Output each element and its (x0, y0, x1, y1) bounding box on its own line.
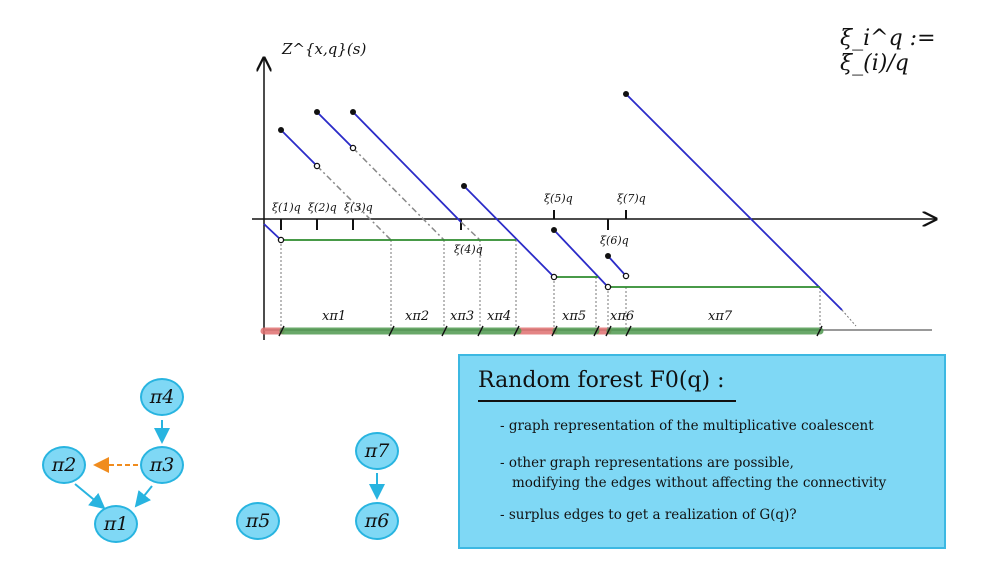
segment-label-2: xπ2 (405, 309, 430, 324)
level-lines (281, 239, 820, 288)
tick-label-4: ξ(4)q (454, 243, 483, 256)
xi-definition-formula: ξ_i^q := ξ_(i)/q (840, 26, 1000, 76)
segment-label-4: xπ4 (487, 309, 512, 324)
infobox-item-3: modifying the edges without affecting th… (512, 475, 887, 491)
random-forest-infobox: Random forest F0(q) : - graph representa… (458, 354, 946, 549)
segment-label-7: xπ7 (708, 309, 733, 324)
tick-label-1: ξ(1)q (272, 201, 301, 214)
infobox-item-1: - graph representation of the multiplica… (500, 418, 874, 434)
dotted-guides (280, 240, 857, 330)
formula-text: ξ_i^q := ξ_(i)/q (840, 26, 936, 76)
forest-edges (74, 420, 385, 510)
infobox-item-2: - other graph representations are possib… (500, 455, 794, 471)
open-points (277, 144, 630, 291)
segment-label-3: xπ3 (450, 309, 475, 324)
node-pi2: π2 (42, 446, 86, 484)
node-pi7: π7 (355, 432, 399, 470)
node-pi6: π6 (355, 502, 399, 540)
infobox-title: Random forest F0(q) : (478, 368, 725, 393)
tick-label-2: ξ(2)q (308, 201, 337, 214)
tick-label-3: ξ(3)q (344, 201, 373, 214)
excursion-lines (263, 93, 843, 311)
infobox-item-4: - surplus edges to get a realization of … (500, 507, 797, 523)
node-pi3: π3 (140, 446, 184, 484)
y-axis-label: Z^{x,q}(s) (282, 40, 367, 58)
segment-slashes (278, 325, 823, 337)
tick-label-5: ξ(5)q (544, 192, 573, 205)
node-pi1: π1 (94, 505, 138, 543)
tick-label-7: ξ(7)q (617, 192, 646, 205)
node-pi4: π4 (140, 378, 184, 416)
tick-label-6: ξ(6)q (600, 234, 629, 247)
filled-points (278, 91, 629, 259)
gray-continuations (316, 147, 481, 241)
segment-label-6: xπ6 (610, 309, 635, 324)
segment-label-5: xπ5 (562, 309, 587, 324)
node-pi5: π5 (236, 502, 280, 540)
title-underline (478, 400, 736, 402)
segment-label-1: xπ1 (322, 309, 347, 324)
